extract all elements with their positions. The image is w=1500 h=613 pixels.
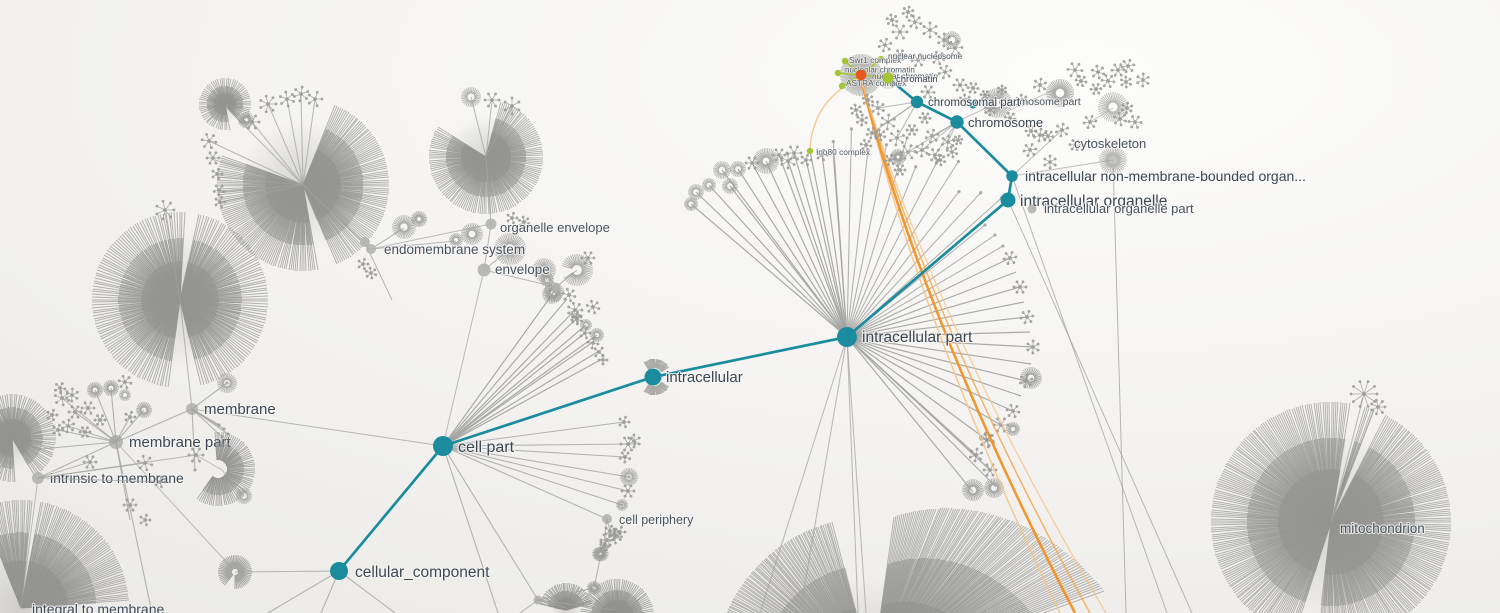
svg-text:membrane part: membrane part xyxy=(129,434,232,451)
svg-text:mitochondrion: mitochondrion xyxy=(1340,521,1425,536)
svg-text:intracellular part: intracellular part xyxy=(862,329,973,346)
svg-text:ASTRA complex: ASTRA complex xyxy=(846,78,907,88)
svg-text:Ino80 complex: Ino80 complex xyxy=(816,147,871,157)
svg-text:nuclear chromatin: nuclear chromatin xyxy=(872,71,938,81)
svg-text:intracellular: intracellular xyxy=(666,369,743,386)
svg-text:cell periphery: cell periphery xyxy=(619,513,694,527)
svg-text:integral to membrane: integral to membrane xyxy=(32,601,165,613)
svg-text:chromosome part: chromosome part xyxy=(999,96,1081,108)
svg-text:intracellular organelle: intracellular organelle xyxy=(1020,193,1167,210)
svg-text:cell part: cell part xyxy=(458,439,515,456)
svg-text:cellular_component: cellular_component xyxy=(355,564,490,581)
svg-text:endomembrane system: endomembrane system xyxy=(384,242,525,257)
svg-text:nucleolar chromatin: nucleolar chromatin xyxy=(845,66,915,75)
svg-text:cytoskeleton: cytoskeleton xyxy=(1074,136,1146,151)
svg-text:membrane: membrane xyxy=(204,401,276,418)
svg-text:nuclear nucleosome: nuclear nucleosome xyxy=(888,51,963,61)
svg-text:chromosome: chromosome xyxy=(968,115,1043,130)
svg-text:chromatin: chromatin xyxy=(896,74,938,85)
svg-text:Swr1 complex: Swr1 complex xyxy=(849,55,902,65)
svg-text:organelle envelope: organelle envelope xyxy=(500,220,610,235)
svg-text:intracellular non-membrane-bou: intracellular non-membrane-bounded organ… xyxy=(1025,168,1306,184)
svg-text:intracellular organelle part: intracellular organelle part xyxy=(1044,201,1194,216)
svg-text:chromosomal part: chromosomal part xyxy=(928,97,1021,109)
svg-text:envelope: envelope xyxy=(495,262,550,277)
svg-text:intrinsic to membrane: intrinsic to membrane xyxy=(50,470,184,486)
